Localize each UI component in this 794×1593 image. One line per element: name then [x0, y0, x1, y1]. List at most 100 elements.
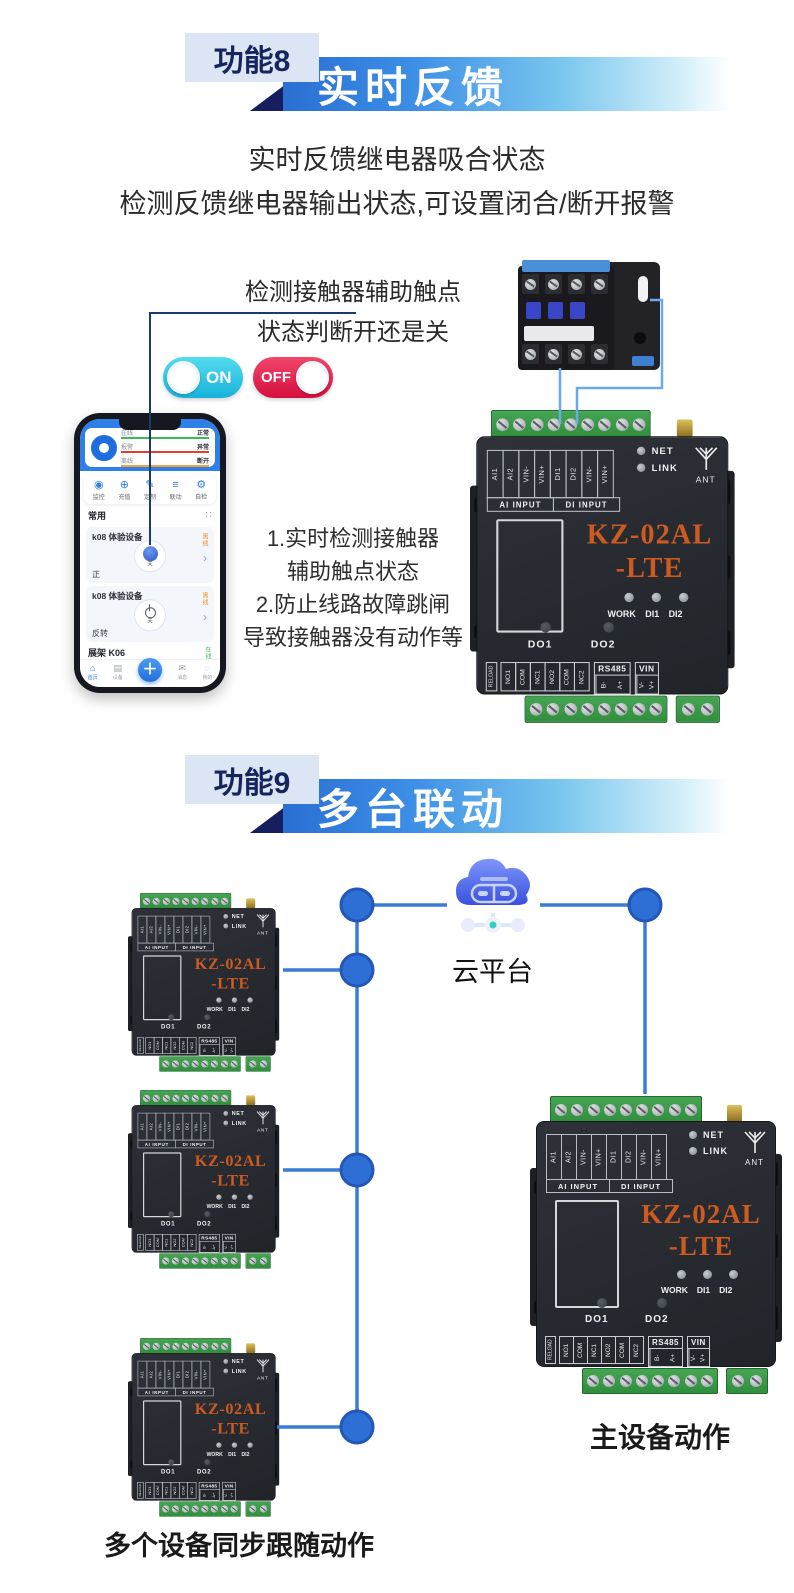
link-led — [636, 463, 646, 472]
device-body: AI1 AI2 VIN- VIN+ DI1 DI2 VIN- VIN+ AI I… — [476, 436, 729, 695]
device-slot-follower-2: AI1 AI2 VIN- VIN+ DI1 DI2 VIN- VIN+ AI I… — [128, 1090, 280, 1269]
terminal-block-top — [550, 1096, 702, 1123]
net-led — [223, 1359, 229, 1364]
menu-item-recharge[interactable]: ⊕充值 — [112, 479, 138, 501]
ant-label: ANT — [257, 1375, 269, 1381]
kz-02al-device: AI1 AI2 VIN- VIN+ DI1 DI2 VIN- VIN+ AI I… — [128, 893, 280, 1072]
device-model: KZ-02AL -LTE — [641, 1199, 761, 1261]
do2-label: DO2 — [197, 1023, 212, 1031]
device-toggle-button[interactable]: 关 — [134, 540, 166, 573]
kz-02al-device: AI1 AI2 VIN- VIN+ DI1 DI2 VIN- VIN+ AI I… — [128, 1090, 280, 1269]
ant-label: ANT — [745, 1158, 764, 1167]
master-device-label: 主设备动作 — [589, 1422, 730, 1453]
feature-8-desc-2: 检测反馈继电器输出状态,可设置闭合/断开报警 — [119, 189, 675, 219]
link-led — [689, 1147, 697, 1155]
io-label: AI2 — [561, 1134, 577, 1180]
kz-02al-device: AI1 AI2 VIN- VIN+ DI1 DI2 VIN- VIN+ AI I… — [128, 1338, 280, 1517]
nav-messages[interactable]: ✉消息 — [177, 663, 188, 682]
device-model: KZ-02AL -LTE — [194, 1399, 267, 1437]
rs485-box: RS485 B-A+ — [198, 1234, 220, 1253]
net-led — [689, 1131, 697, 1139]
terminal-block-top — [140, 893, 232, 910]
device-row-3[interactable]: 展架 K06 在线 — [88, 646, 212, 660]
device-model: KZ-02AL -LTE — [586, 518, 713, 584]
rs485-box: RS485 B-A+ — [198, 1482, 220, 1501]
device-card-2[interactable]: k08 体验设备 离线 关 › 反转 — [86, 586, 214, 642]
do2-label: DO2 — [197, 1220, 212, 1228]
on-toggle[interactable]: ON — [163, 357, 243, 398]
ant-label: ANT — [257, 1127, 269, 1133]
nav-home[interactable]: ⌂首页 — [87, 663, 98, 682]
feature-9-banner: 多台联动 — [283, 779, 730, 833]
terminal-block-bottom-left — [159, 1501, 241, 1517]
network-nodes — [461, 913, 525, 933]
reload-label: RELOAD — [137, 1234, 144, 1251]
menu-item-customize[interactable]: ✎定制 — [137, 479, 163, 501]
device-mode-label: 反转 — [92, 629, 108, 638]
device-body: AI1 AI2 VIN- VIN+ DI1 DI2 VIN- VIN+ AI I… — [536, 1121, 776, 1367]
io-label: VIN+ — [597, 449, 614, 499]
terminal-block-top — [140, 1090, 232, 1107]
terminal-block-bottom-right — [245, 1253, 271, 1269]
io-label: AI1 — [546, 1134, 562, 1180]
device-model: KZ-02AL -LTE — [194, 954, 267, 992]
do1-label: DO1 — [161, 1468, 176, 1476]
io-terminal-labels: AI1 AI2 VIN- VIN+ DI1 DI2 VIN- VIN+ — [137, 1360, 211, 1389]
device-body: AI1 AI2 VIN- VIN+ DI1 DI2 VIN- VIN+ AI I… — [131, 1353, 276, 1501]
on-label: ON — [206, 367, 232, 387]
status-badge: 离线 — [201, 533, 207, 547]
status-leds: NET LINK — [223, 913, 246, 932]
vin-box: VIN V-V+ — [686, 1336, 710, 1367]
work-di-leds — [624, 592, 689, 603]
link-led — [223, 923, 229, 929]
do1-led — [168, 1014, 175, 1021]
io-label: AI2 — [502, 449, 520, 499]
do2-led — [603, 622, 614, 633]
menu-item-linkage[interactable]: ≡联动 — [163, 479, 189, 501]
net-led — [223, 914, 229, 919]
vin-box: VIN V-V+ — [222, 1037, 236, 1056]
do2-label: DO2 — [197, 1468, 212, 1476]
do1-led — [168, 1459, 175, 1466]
link-label: LINK — [651, 462, 678, 474]
vin-box: VIN V-V+ — [222, 1482, 236, 1501]
grid-view-icon[interactable]: ∷ — [205, 510, 212, 521]
off-toggle[interactable]: OFF — [253, 357, 333, 398]
status-summary: 在线正常 报警异常 离线断开 — [121, 426, 215, 470]
device-model: KZ-02AL -LTE — [194, 1151, 267, 1189]
linkage-icon: ≡ — [172, 479, 179, 491]
phone-screen: 在线正常 报警异常 离线断开 ◉监控 ⊕充值 ✎定制 ≡联动 ⚙自检 常用 ∷ … — [80, 419, 220, 687]
reload-label: RELOAD — [137, 1037, 144, 1054]
status-leds: NET LINK — [223, 1110, 246, 1129]
device-card-1[interactable]: k08 体验设备 离线 关 › 正 — [86, 527, 214, 583]
link-label: LINK — [231, 1368, 247, 1374]
terminal-block-bottom-right — [245, 1501, 271, 1517]
menu-item-selfcheck[interactable]: ⚙自检 — [188, 479, 214, 501]
link-label: LINK — [231, 923, 247, 929]
do1-label: DO1 — [161, 1023, 176, 1031]
cloud-platform-label: 云平台 — [452, 957, 533, 987]
reload-label: RELOAD — [485, 662, 498, 692]
chevron-right-icon[interactable]: › — [203, 550, 207, 565]
device-label-area — [496, 519, 564, 633]
feature-8-badge: 功能8 — [185, 33, 319, 82]
chevron-right-icon[interactable]: › — [203, 609, 207, 624]
device-power-button[interactable]: 关 — [134, 599, 166, 632]
nav-devices[interactable]: ▤设备 — [112, 663, 123, 682]
feature-8-desc-1: 实时反馈继电器吸合状态 — [248, 145, 546, 175]
menu-item-monitor[interactable]: ◉监控 — [86, 479, 112, 501]
terminal-block-bottom-right — [245, 1056, 271, 1072]
net-led — [223, 1111, 229, 1116]
app-menu: ◉监控 ⊕充值 ✎定制 ≡联动 ⚙自检 — [84, 474, 216, 504]
nav-profile[interactable]: ◌我的 — [202, 663, 213, 682]
work-di-leds — [216, 1194, 253, 1200]
nav-add-button[interactable]: ＋ — [138, 657, 162, 682]
terminal-block-bottom-left — [582, 1368, 718, 1394]
